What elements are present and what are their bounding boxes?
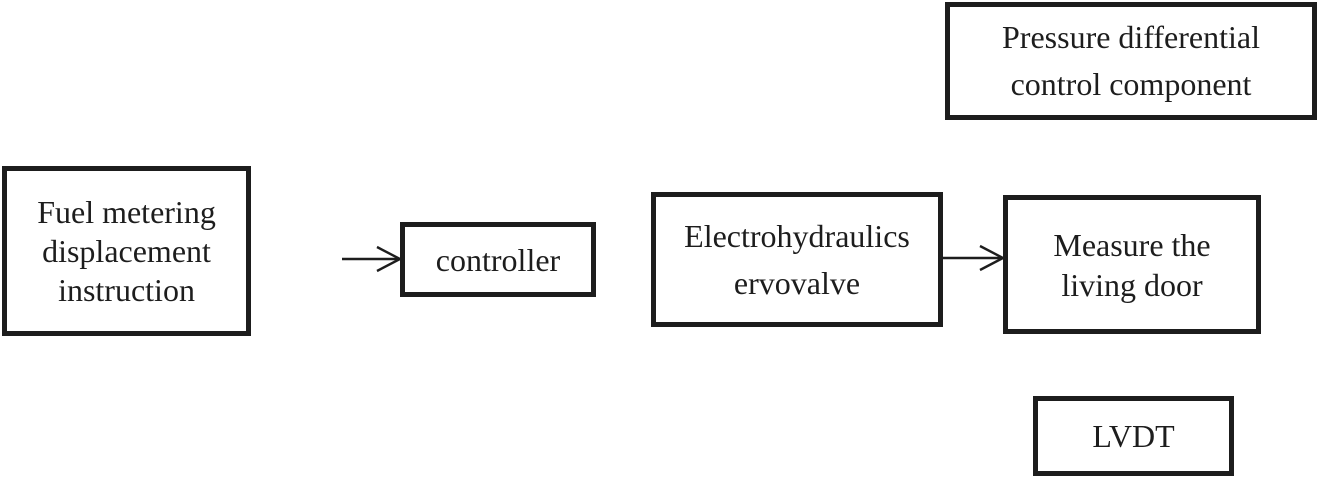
arrow-servovalve-to-measure-icon [943,244,1006,272]
box-label-line: instruction [58,271,195,308]
box-label-line: LVDT [1092,418,1175,454]
lvdt-box: LVDT [1033,396,1234,476]
box-label-line: ervovalve [733,264,861,301]
box-label-line: control component [1010,66,1252,102]
controller-box: controller [400,222,596,297]
arrow-input-to-controller-icon [342,245,403,273]
pressure-differential-control-box: Pressure differential control component [945,2,1317,120]
fuel-metering-instruction-box: Fuel metering displacement instruction [2,166,251,336]
box-label-line: Fuel metering [37,193,216,230]
box-label-line: Pressure differential [1002,19,1260,55]
electrohydraulic-servovalve-box: Electrohydraulics ervovalve [651,192,943,327]
measure-living-door-box: Measure the living door [1003,195,1261,334]
box-label-line: Measure the [1053,226,1211,263]
box-label-line: Electrohydraulics [684,217,910,254]
box-label-line: displacement [42,232,211,269]
box-label-line: living door [1061,266,1203,303]
box-label-line: controller [435,241,561,278]
